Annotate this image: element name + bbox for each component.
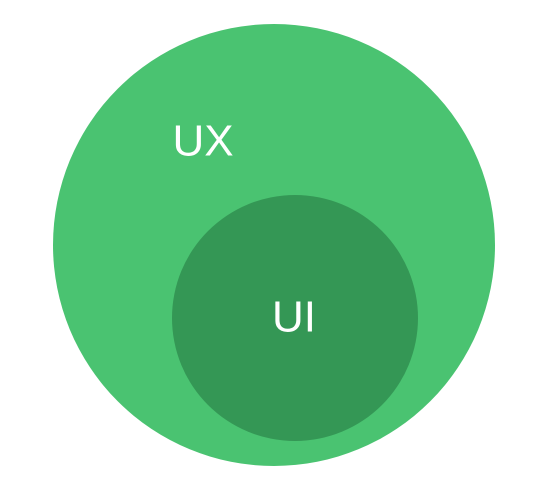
ux-label: UX bbox=[172, 117, 233, 166]
ui-circle bbox=[172, 195, 418, 441]
ui-label: UI bbox=[272, 293, 316, 342]
